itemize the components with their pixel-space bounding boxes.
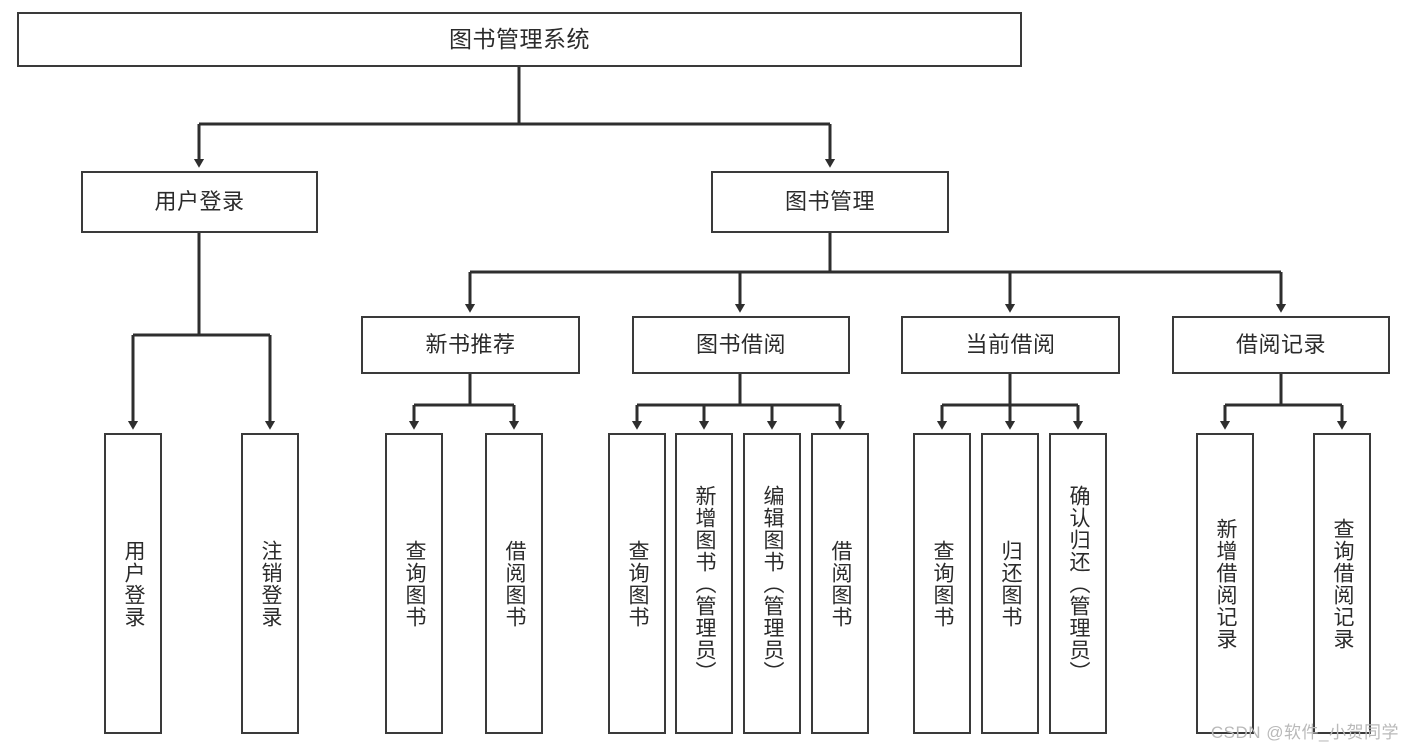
node-label: 用户登录 bbox=[122, 539, 146, 628]
node-leaf-borrow-book[interactable]: 借阅图书 bbox=[811, 433, 869, 734]
node-label: 归还图书 bbox=[999, 539, 1023, 628]
node-label: 新书推荐 bbox=[425, 331, 516, 357]
node-root-book-management-system[interactable]: 图书管理系统 bbox=[17, 12, 1022, 67]
node-label: 图书管理 bbox=[784, 188, 875, 214]
node-label: 查询图书 bbox=[403, 539, 427, 628]
node-user-login[interactable]: 用户登录 bbox=[81, 171, 318, 233]
node-label: 图书借阅 bbox=[695, 331, 786, 357]
node-label: 查询图书 bbox=[626, 539, 650, 628]
node-leaf-edit-book-admin[interactable]: 编辑图书（管理员） bbox=[743, 433, 801, 734]
node-leaf-query-borrow-record[interactable]: 查询借阅记录 bbox=[1313, 433, 1371, 734]
node-leaf-add-borrow-record[interactable]: 新增借阅记录 bbox=[1196, 433, 1254, 734]
node-new-book-recommend[interactable]: 新书推荐 bbox=[361, 316, 580, 374]
node-leaf-query-book-current[interactable]: 查询图书 bbox=[913, 433, 971, 734]
node-leaf-logout-login[interactable]: 注销登录 bbox=[241, 433, 299, 734]
node-leaf-query-book-recommend[interactable]: 查询图书 bbox=[385, 433, 443, 734]
node-label: 确认归还（管理员） bbox=[1067, 484, 1091, 683]
node-leaf-return-book[interactable]: 归还图书 bbox=[981, 433, 1039, 734]
node-label: 借阅图书 bbox=[503, 539, 527, 628]
watermark-text: CSDN @软件_小贺同学 bbox=[1210, 723, 1399, 742]
node-leaf-confirm-return-admin[interactable]: 确认归还（管理员） bbox=[1049, 433, 1107, 734]
node-book-borrow[interactable]: 图书借阅 bbox=[632, 316, 850, 374]
node-label: 新增图书（管理员） bbox=[693, 484, 717, 683]
node-leaf-borrow-book-recommend[interactable]: 借阅图书 bbox=[485, 433, 543, 734]
node-label: 借阅图书 bbox=[829, 539, 853, 628]
node-leaf-add-book-admin[interactable]: 新增图书（管理员） bbox=[675, 433, 733, 734]
node-label: 查询图书 bbox=[931, 539, 955, 628]
node-label: 编辑图书（管理员） bbox=[761, 484, 785, 683]
node-borrow-record[interactable]: 借阅记录 bbox=[1172, 316, 1390, 374]
node-book-management[interactable]: 图书管理 bbox=[711, 171, 949, 233]
node-label: 新增借阅记录 bbox=[1214, 517, 1238, 650]
node-label: 借阅记录 bbox=[1235, 331, 1326, 357]
node-leaf-query-book-borrow[interactable]: 查询图书 bbox=[608, 433, 666, 734]
node-current-borrow[interactable]: 当前借阅 bbox=[901, 316, 1120, 374]
node-label: 查询借阅记录 bbox=[1331, 517, 1355, 650]
node-label: 用户登录 bbox=[154, 188, 245, 214]
node-label: 图书管理系统 bbox=[449, 25, 590, 52]
node-label: 当前借阅 bbox=[965, 331, 1056, 357]
node-label: 注销登录 bbox=[259, 539, 283, 628]
node-leaf-user-login[interactable]: 用户登录 bbox=[104, 433, 162, 734]
